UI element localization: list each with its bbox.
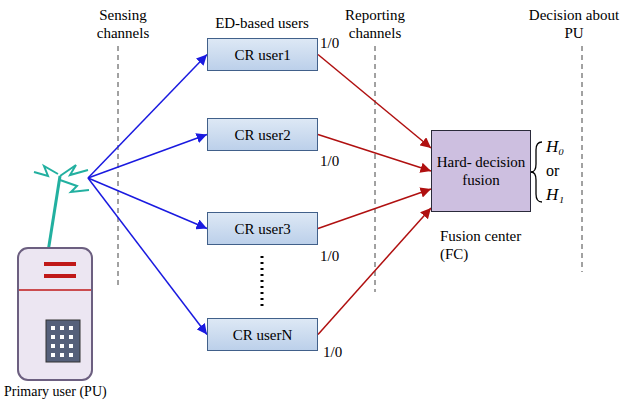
cr-user-box: CR user1 xyxy=(207,38,318,71)
primary-user: Primary user (PU) xyxy=(4,150,128,402)
reporting-channel-arrow xyxy=(318,189,431,228)
reporting-divider xyxy=(375,46,376,292)
node-text: CR userN xyxy=(233,326,293,344)
column-heading: Decision about PU xyxy=(528,6,620,42)
decision-divider xyxy=(582,46,583,272)
decision-bit: 1/0 xyxy=(323,343,353,361)
sensing-channel-arrow xyxy=(88,178,207,229)
node-heading: Fusion center (FC) xyxy=(440,227,532,263)
reporting-channel-arrow xyxy=(318,55,431,149)
node-text: CR user1 xyxy=(234,46,290,64)
node-label: Primary user (PU) xyxy=(4,384,107,400)
decision-bit: 1/0 xyxy=(320,247,350,265)
hypothesis-label: H₀ xyxy=(546,138,576,156)
decision-brace xyxy=(531,142,542,202)
node-text: Hard- decision fusion xyxy=(432,153,530,189)
hypothesis-label: H₁ xyxy=(546,186,576,204)
cr-user-box: CR user3 xyxy=(207,212,318,245)
reporting-channel-arrow xyxy=(318,135,431,172)
column-heading: Sensing channels xyxy=(84,6,162,42)
decision-bit: 1/0 xyxy=(320,152,350,170)
column-heading: ED-based users xyxy=(192,14,332,32)
column-heading: Reporting channels xyxy=(331,6,419,42)
decision-bit: 1/0 xyxy=(320,34,350,52)
primary-user-phone xyxy=(18,165,92,380)
node-text: CR user3 xyxy=(234,220,290,238)
reporting-channel-arrow xyxy=(318,208,431,335)
sensing-channel-arrow xyxy=(88,178,207,335)
cr-user-box: CR user2 xyxy=(207,118,318,151)
sensing-channel-arrow xyxy=(88,135,207,179)
cr-user-box: CR userN xyxy=(207,318,318,351)
sensing-channel-arrow xyxy=(88,55,207,179)
hypothesis-label: or xyxy=(546,162,576,180)
fusion-center-box: Hard- decision fusionFusion center (FC) xyxy=(431,130,531,212)
ellipsis-dots xyxy=(261,256,264,310)
sensing-divider xyxy=(118,46,119,285)
node-text: CR user2 xyxy=(234,126,290,144)
